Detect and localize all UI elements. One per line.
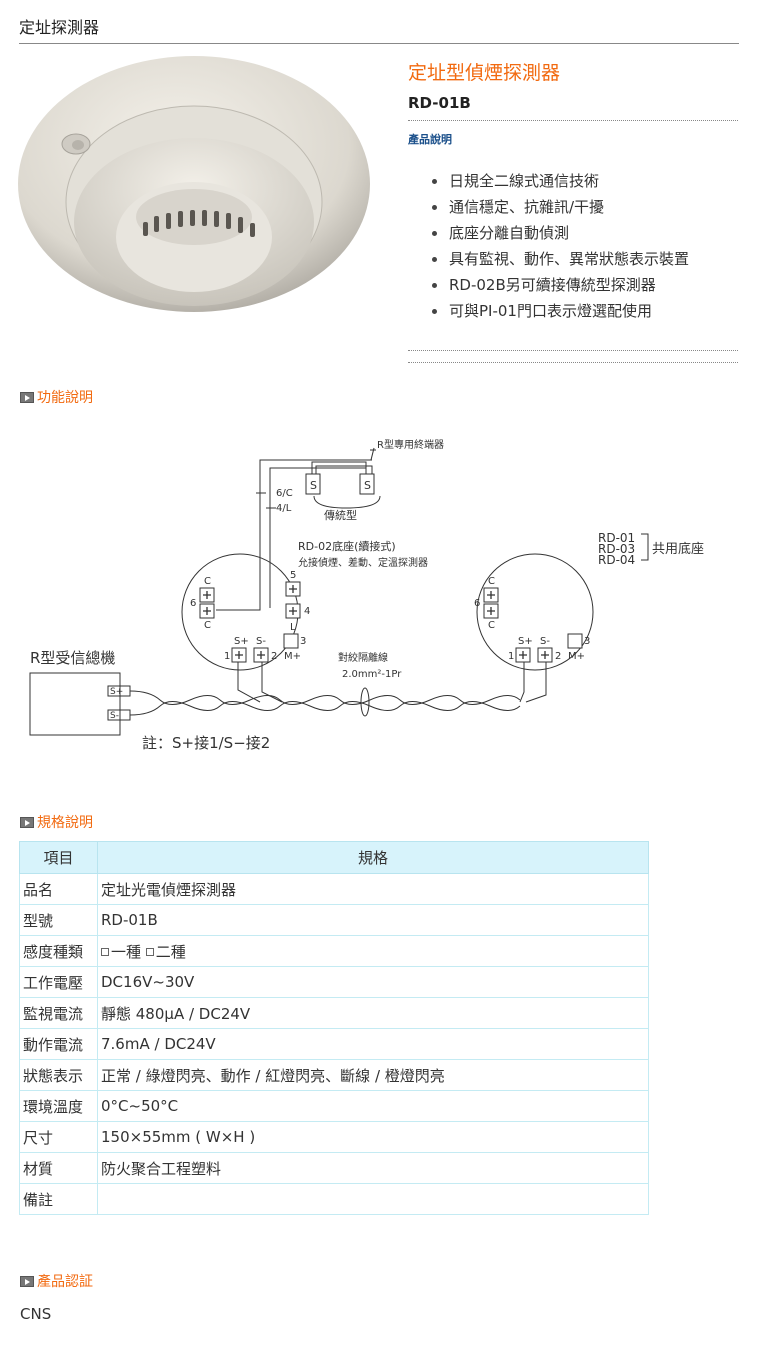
feature-list: 日規全二線式通信技術 通信穩定、抗雜訊/干擾 底座分離自動偵測 具有監視、動作、… (430, 170, 689, 326)
section-title-function: 功能說明 (20, 387, 93, 407)
section-title-cert: 產品認証 (20, 1271, 93, 1291)
term-sminus-right: S- (540, 636, 550, 647)
traditional-label: 傳統型 (324, 508, 357, 522)
feature-item: 通信穩定、抗雜訊/干擾 (430, 196, 689, 222)
feature-item: 具有監視、動作、異常狀態表示裝置 (430, 248, 689, 274)
base-label: RD-02底座(續接式) (298, 539, 396, 553)
table-row: 狀態表示正常 / 綠燈閃亮、動作 / 紅燈閃亮、斷線 / 橙燈閃亮 (19, 1059, 649, 1091)
term-mplus: M+ (284, 651, 301, 662)
term-sminus: S- (256, 636, 266, 647)
section-title-spec: 規格說明 (20, 812, 93, 832)
divider (408, 362, 738, 363)
page-title: 定址探測器 (19, 18, 100, 37)
shared-model-2: RD-03 (598, 542, 635, 556)
term-1-right: 1 (508, 651, 514, 662)
table-row: 感度種類 一種 二種 (19, 935, 649, 967)
terminator-label: R型專用終端器 (377, 438, 444, 451)
divider (408, 120, 738, 121)
base-sub-label: 允接偵煙、差動、定溫探測器 (298, 556, 428, 569)
table-header-row: 項目 規格 (19, 841, 649, 874)
term-4: 4 (304, 606, 310, 617)
column-header: 規格 (97, 841, 649, 874)
term-2: 2 (271, 651, 277, 662)
shared-model-3: RD-04 (598, 553, 635, 567)
checkbox-icon (145, 948, 154, 956)
wire-6c-label: 6/C (276, 488, 293, 499)
feature-item: RD-02B另可續接傳統型探測器 (430, 274, 689, 300)
divider (408, 350, 738, 351)
shared-model-1: RD-01 (598, 531, 635, 545)
s-box-left: S (310, 479, 317, 492)
term-3-right: 3 (584, 636, 590, 647)
play-icon (20, 391, 34, 403)
term-6: 6 (190, 598, 196, 609)
product-image (18, 56, 370, 312)
term-1: 1 (224, 651, 230, 662)
checkbox-icon (101, 948, 109, 956)
receiver-sminus: S- (110, 711, 119, 721)
table-row: 監視電流靜態 480µA / DC24V (19, 997, 649, 1029)
sensitivity-option: 二種 (155, 942, 186, 961)
description-label: 產品說明 (408, 133, 452, 146)
term-c-bottom: C (204, 620, 211, 631)
play-icon (20, 816, 34, 828)
play-icon (20, 1275, 34, 1287)
product-title: 定址型偵煙探測器 (408, 62, 561, 84)
s-box-right: S (364, 479, 371, 492)
term-splus-right: S+ (518, 636, 533, 647)
feature-item: 可與PI-01門口表示燈選配使用 (430, 300, 689, 326)
term-c-bottom-right: C (488, 620, 495, 631)
wiring-diagram: R型專用終端器 S S 6/C 4/L 傳統型 RD-02底座(續接式) 允接偵… (29, 438, 704, 752)
term-5: 5 (290, 570, 296, 581)
feature-item: 日規全二線式通信技術 (430, 170, 689, 196)
twisted-spec: 2.0mm²-1Pr (342, 669, 402, 680)
twisted-label: 對絞隔離線 (338, 651, 388, 664)
shared-base-label: 共用底座 (652, 541, 704, 557)
term-l: L (290, 622, 296, 633)
term-2-right: 2 (555, 651, 561, 662)
receiver-label: R型受信總機 (30, 649, 115, 667)
column-header: 項目 (19, 841, 98, 874)
term-splus: S+ (234, 636, 249, 647)
term-6-right: 6 (474, 598, 480, 609)
term-mplus-right: M+ (568, 651, 585, 662)
diagram-note: 註：S+接1/S−接2 (142, 734, 270, 752)
receiver-splus: S+ (110, 687, 123, 697)
term-c-top-right: C (488, 576, 495, 587)
table-row: 材質防火聚合工程塑料 (19, 1152, 649, 1184)
term-c-top: C (204, 576, 211, 587)
term-3: 3 (300, 636, 306, 647)
certification-value: CNS (20, 1305, 52, 1323)
product-model: RD-01B (408, 94, 471, 112)
feature-item: 底座分離自動偵測 (430, 222, 689, 248)
table-row: 備註 (19, 1183, 649, 1215)
table-row: 品名定址光電偵煙探測器 (19, 873, 649, 905)
sensitivity-option: 一種 (111, 942, 142, 961)
wire-4l-label: 4/L (276, 503, 292, 514)
page-header: 定址探測器 (19, 14, 739, 44)
